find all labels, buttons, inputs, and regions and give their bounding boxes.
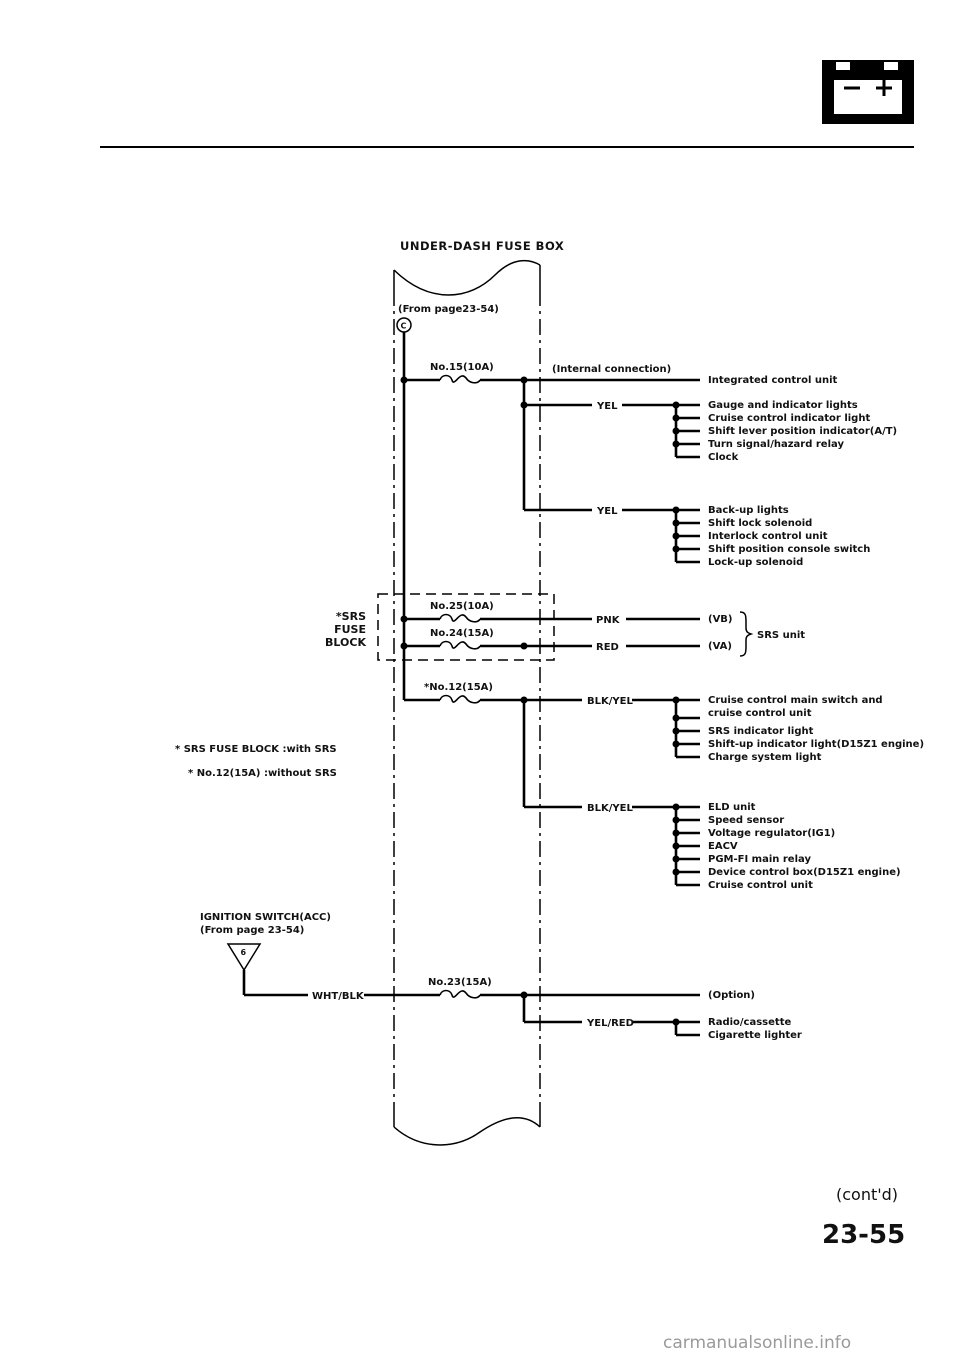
svg-text:Speed sensor: Speed sensor xyxy=(708,815,784,826)
branch-yel-1 xyxy=(520,401,700,459)
svg-text:6: 6 xyxy=(241,948,247,957)
svg-text:Shift lock solenoid: Shift lock solenoid xyxy=(708,518,812,529)
internal-connection-label: (Internal connection) xyxy=(552,364,671,375)
svg-text:SRS indicator light: SRS indicator light xyxy=(708,726,814,737)
wire-blkyel-2: BLK/YEL xyxy=(587,803,633,814)
fuse-25 xyxy=(400,613,700,623)
watermark: carmanualsonline.info xyxy=(663,1333,851,1353)
load-integrated: Integrated control unit xyxy=(708,375,838,386)
svg-text:Cruise control main switch and: Cruise control main switch and xyxy=(708,695,883,706)
svg-text:cruise control unit: cruise control unit xyxy=(708,708,812,719)
wire-yel-1: YEL xyxy=(596,401,618,412)
svg-text:Clock: Clock xyxy=(708,452,739,463)
srs-fuse-block-label: *SRS FUSE BLOCK xyxy=(325,610,366,649)
wire-blkyel-1: BLK/YEL xyxy=(587,696,633,707)
svg-text:PGM-FI main relay: PGM-FI main relay xyxy=(708,854,811,865)
fuse-12-label: *No.12(15A) xyxy=(424,682,493,693)
load-option: (Option) xyxy=(708,990,755,1001)
wire-yelred: YEL/RED xyxy=(586,1018,634,1029)
fuse-23-label: No.23(15A) xyxy=(428,977,492,988)
svg-text:Shift-up indicator light(D15Z1: Shift-up indicator light(D15Z1 engine) xyxy=(708,739,924,750)
load-group-3: Cruise control main switch and cruise co… xyxy=(708,695,924,763)
from-page-label: (From page23-54) xyxy=(398,304,499,315)
ignition-from: (From page 23-54) xyxy=(200,925,304,936)
ignition-terminal: 6 xyxy=(226,943,262,972)
fuse-box-outline xyxy=(393,259,541,1146)
wire-yel-2: YEL xyxy=(596,506,618,517)
svg-text:*SRS: *SRS xyxy=(336,610,366,623)
fuse-15 xyxy=(400,374,700,384)
connector-c: C xyxy=(396,317,412,333)
srs-fuse-block-outline xyxy=(377,593,555,661)
srs-vb: (VB) xyxy=(708,614,733,625)
svg-text:Cigarette lighter: Cigarette lighter xyxy=(708,1030,802,1041)
svg-text:Interlock control unit: Interlock control unit xyxy=(708,531,828,542)
srs-unit: SRS unit xyxy=(757,630,805,641)
svg-text:FUSE: FUSE xyxy=(334,623,366,636)
fuse-box-title: UNDER-DASH FUSE BOX xyxy=(400,239,564,253)
load-group-4: ELD unit Speed sensor Voltage regulator(… xyxy=(708,802,901,891)
svg-text:Shift position console switch: Shift position console switch xyxy=(708,544,870,555)
note-2: * No.12(15A) :without SRS xyxy=(188,768,337,779)
svg-text:EACV: EACV xyxy=(708,841,738,852)
page-number: 23-55 xyxy=(822,1220,905,1250)
svg-text:Gauge and indicator lights: Gauge and indicator lights xyxy=(708,400,858,411)
fuse-15-label: No.15(10A) xyxy=(430,362,494,373)
note-1: * SRS FUSE BLOCK :with SRS xyxy=(175,744,337,755)
load-group-1: Gauge and indicator lights Cruise contro… xyxy=(708,400,897,463)
wire-whtblk: WHT/BLK xyxy=(312,991,365,1002)
branch-blkyel-2 xyxy=(524,803,700,887)
fuse-24 xyxy=(400,640,700,650)
load-group-5: Radio/cassette Cigarette lighter xyxy=(708,1017,802,1041)
cont-label: (cont'd) xyxy=(836,1185,898,1204)
svg-text:Cruise control unit: Cruise control unit xyxy=(708,880,813,891)
wire-pnk: PNK xyxy=(596,615,621,626)
svg-text:Shift lever position indicator: Shift lever position indicator(A/T) xyxy=(708,426,897,437)
svg-text:Device control box(D15Z1 engin: Device control box(D15Z1 engine) xyxy=(708,867,901,878)
svg-text:Turn signal/hazard relay: Turn signal/hazard relay xyxy=(708,439,844,450)
svg-text:C: C xyxy=(401,322,407,331)
fuse-23 xyxy=(364,989,700,1037)
svg-text:Charge system light: Charge system light xyxy=(708,752,822,763)
fuse-24-label: No.24(15A) xyxy=(430,628,494,639)
svg-text:Lock-up solenoid: Lock-up solenoid xyxy=(708,557,803,568)
battery-icon xyxy=(822,60,914,124)
srs-brace xyxy=(739,611,754,657)
svg-text:BLOCK: BLOCK xyxy=(325,636,366,649)
svg-text:Back-up lights: Back-up lights xyxy=(708,505,789,516)
fuse-12 xyxy=(404,694,700,807)
srs-va: (VA) xyxy=(708,641,732,652)
svg-text:Radio/cassette: Radio/cassette xyxy=(708,1017,791,1028)
load-group-2: Back-up lights Shift lock solenoid Inter… xyxy=(708,505,870,568)
svg-text:Cruise control indicator light: Cruise control indicator light xyxy=(708,413,870,424)
fuse-25-label: No.25(10A) xyxy=(430,601,494,612)
svg-text:ELD unit: ELD unit xyxy=(708,802,756,813)
svg-text:Voltage regulator(IG1): Voltage regulator(IG1) xyxy=(708,828,835,839)
ignition-label: IGNITION SWITCH(ACC) xyxy=(200,912,331,923)
wire-red: RED xyxy=(596,642,619,653)
branch-yel-2 xyxy=(524,506,700,564)
